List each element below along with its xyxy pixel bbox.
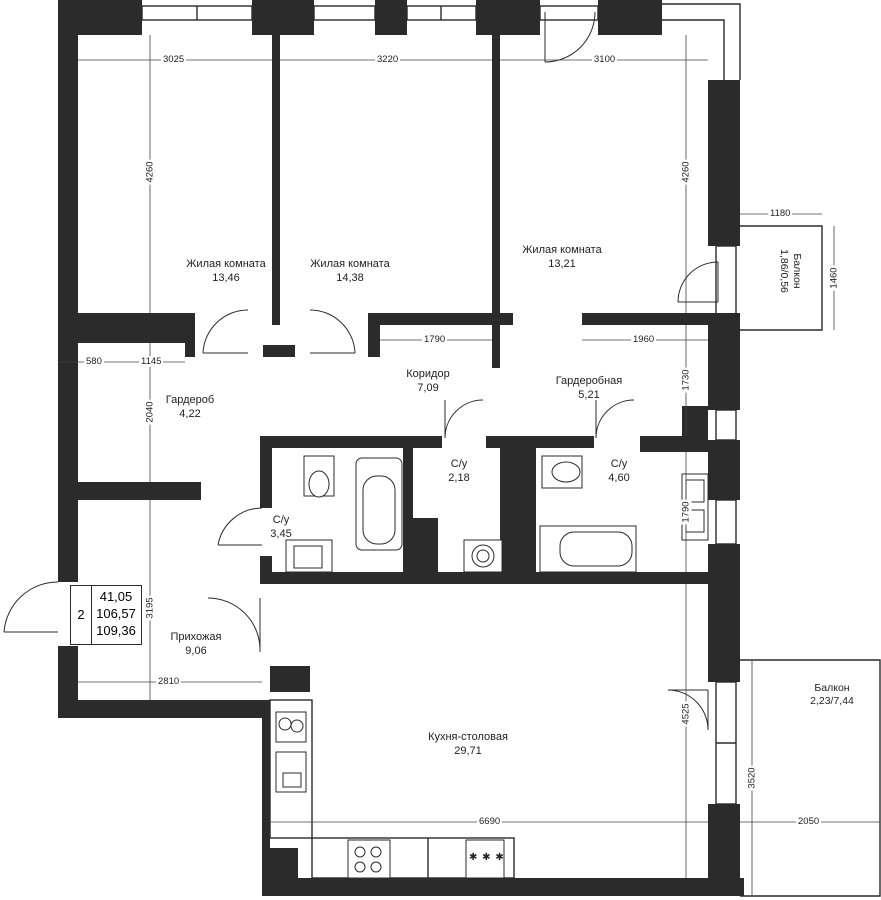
room-label-dressing-room: Гардеробная 5,21	[544, 374, 634, 402]
room-name: Кухня-столовая	[428, 731, 508, 743]
room-name: С/у	[450, 458, 468, 470]
dim-dressing-1730: 1730	[680, 367, 692, 393]
room-area: 4,22	[179, 408, 201, 420]
balcony-label-2: Балкон 2,23/7,44	[792, 682, 872, 708]
dim-room3-width: 3100	[592, 54, 618, 65]
room-label-living-3: Жилая комната 13,21	[512, 243, 612, 271]
room-label-hallway: Прихожая 9,06	[156, 630, 236, 658]
room-area: 29,71	[454, 745, 482, 757]
room-label-wc-3: С/у 3,45	[256, 513, 306, 541]
balcony-label-1: Балкон 1,86/0,56	[777, 249, 803, 293]
room-area: 7,09	[417, 382, 439, 394]
room-label-corridor: Коридор 7,09	[388, 367, 468, 395]
area-values: 41,05 106,57 109,36	[92, 588, 140, 639]
room-label-wc-1: С/у 2,18	[434, 457, 484, 485]
room-area: 4,60	[608, 472, 630, 484]
dim-corridor-1960: 1960	[631, 334, 657, 345]
dim-balcony2-width: 2050	[796, 816, 822, 827]
balconies-outline	[740, 225, 881, 897]
dim-hall-2810: 2810	[156, 676, 182, 687]
room-name: Гардероб	[165, 394, 215, 406]
dim-kitchen-6690: 6690	[477, 816, 503, 827]
rooms-count: 2	[71, 586, 92, 644]
dim-room2-width: 3220	[375, 54, 401, 65]
room-label-wc-2: С/у 4,60	[594, 457, 644, 485]
room-name: Жилая комната	[186, 258, 266, 270]
room-area: 3,45	[270, 528, 292, 540]
interior-walls	[58, 35, 740, 878]
dim-balcony2-depth: 3520	[746, 765, 758, 791]
dim-room3-depth: 4260	[680, 159, 692, 185]
room-label-kitchen: Кухня-столовая 29,71	[418, 730, 518, 758]
dim-kitchen-4525: 4525	[680, 701, 692, 727]
cooktop-icon: ✱ ✱ ✱	[469, 852, 505, 863]
room-label-closet: Гардероб 4,22	[150, 393, 230, 421]
room-name: С/у	[272, 514, 290, 526]
balcony-name: Балкон	[814, 682, 850, 694]
dim-room1-depth: 4260	[144, 159, 156, 185]
total-area-with-balcony: 109,36	[96, 623, 136, 638]
dim-closet-1145: 1145	[139, 356, 164, 367]
room-name: Гардеробная	[555, 375, 623, 387]
room-name: С/у	[610, 458, 628, 470]
room-area: 9,06	[185, 645, 207, 657]
balcony-area: 2,23/7,44	[810, 695, 854, 707]
dim-balcony1-width: 1180	[768, 208, 793, 219]
doors	[3, 11, 719, 731]
dim-hall-3195: 3195	[144, 595, 156, 621]
dim-closet-580: 580	[84, 356, 104, 367]
dim-corridor-1790: 1790	[422, 334, 448, 345]
room-area: 2,18	[448, 472, 470, 484]
room-name: Коридор	[406, 368, 450, 380]
exterior-walls	[58, 0, 744, 896]
room-name: Жилая комната	[310, 258, 390, 270]
room-label-living-1: Жилая комната 13,46	[176, 257, 276, 285]
fixtures	[269, 455, 709, 879]
balcony-area: 1,86/0,56	[778, 249, 790, 293]
room-area: 13,21	[548, 258, 576, 270]
dim-balcony1-depth: 1460	[828, 265, 840, 291]
room-area: 5,21	[578, 389, 600, 401]
dim-closet-2040: 2040	[144, 399, 156, 425]
windows	[141, 3, 741, 805]
room-label-living-2: Жилая комната 14,38	[300, 257, 400, 285]
balcony-name: Балкон	[791, 253, 803, 289]
room-name: Прихожая	[170, 631, 222, 643]
dim-room1-width: 3025	[161, 54, 187, 65]
room-name: Жилая комната	[522, 244, 602, 256]
living-area: 41,05	[99, 589, 133, 604]
room-area: 14,38	[336, 272, 364, 284]
dim-bath-1790: 1790	[680, 499, 692, 525]
room-area: 13,46	[212, 272, 240, 284]
total-area: 106,57	[96, 606, 136, 621]
apartment-summary: 2 41,05 106,57 109,36	[70, 585, 142, 645]
